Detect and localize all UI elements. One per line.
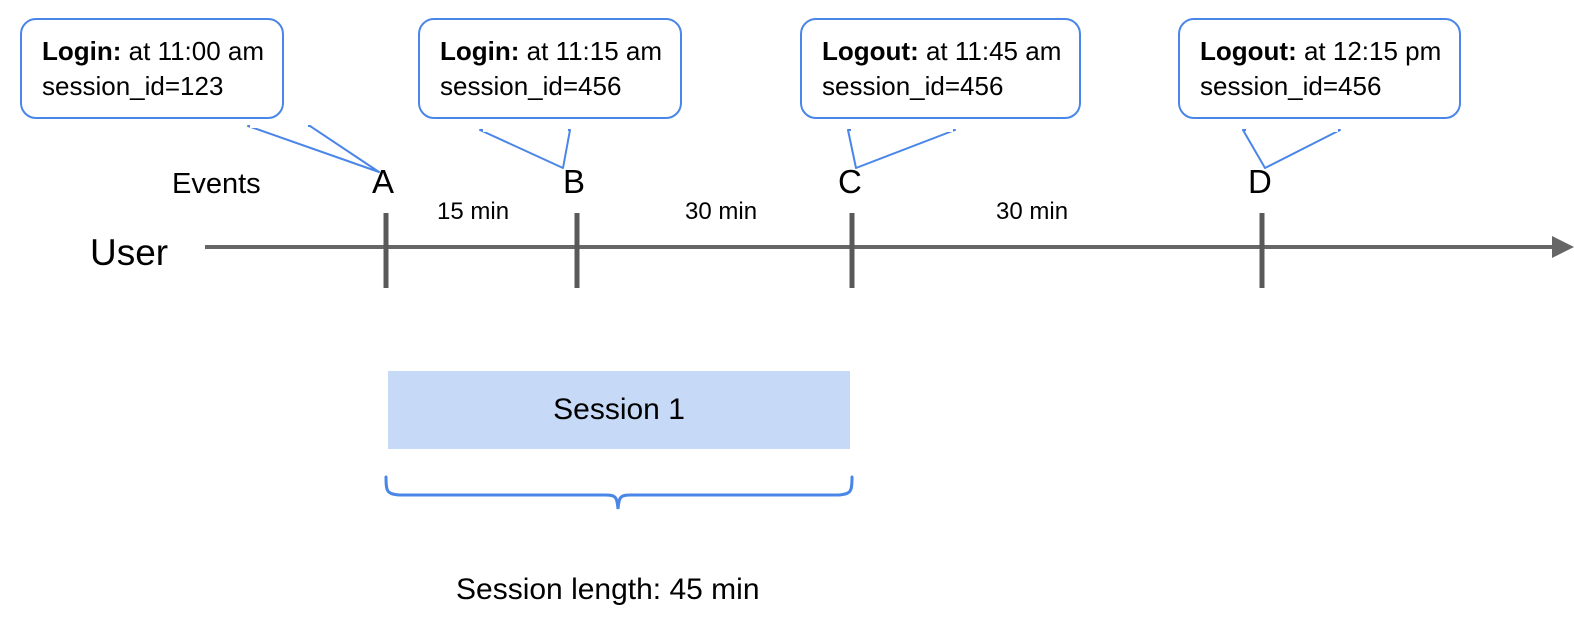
callout-tail-c [847,129,956,169]
callout-login-a: Login: at 11:00 am session_id=123 [20,18,285,120]
callout-d-line1: Logout: at 12:15 pm [1200,34,1441,69]
callout-d-time: at 12:15 pm [1303,36,1442,66]
session-brace [384,475,854,510]
callout-b-session: session_id=456 [440,70,622,101]
callout-c-session: session_id=456 [822,70,1004,101]
user-axis-label: User [90,232,169,273]
callout-tail-b [479,129,571,169]
point-label-a: A [372,163,395,200]
callout-c-line1: Logout: at 11:45 am [822,34,1061,69]
callout-b-event: Login: [440,36,520,66]
interval-label-c-d: 30 min [996,198,1069,225]
session-bar: Session 1 [388,371,850,449]
callout-logout-c: Logout: at 11:45 am session_id=456 [800,18,1082,120]
callout-a-event: Login: [42,36,122,66]
callout-a-session: session_id=123 [42,70,224,101]
events-row-label: Events [172,168,261,200]
callout-tails [247,122,1341,173]
callout-d-event: Logout: [1200,36,1297,66]
point-label-c: C [838,163,862,200]
callout-a-line1: Login: at 11:00 am [42,34,264,69]
session-length-caption: Session length: 45 min [456,573,760,606]
callout-a-time: at 11:00 am [128,36,265,66]
session-bar-label: Session 1 [553,393,685,426]
timeline-axis [205,236,1574,258]
callout-tail-a [247,125,380,173]
callout-b-time: at 11:15 am [526,36,663,66]
interval-label-b-c: 30 min [685,198,758,225]
point-label-b: B [563,163,586,200]
event-ticks [383,213,1265,288]
callout-c-event: Logout: [822,36,919,66]
point-label-d: D [1248,163,1272,200]
axis-arrowhead-icon [1552,236,1574,258]
callout-logout-d: Logout: at 12:15 pm session_id=456 [1178,18,1462,120]
callout-b-line1: Login: at 11:15 am [440,34,662,69]
callout-login-b: Login: at 11:15 am session_id=456 [418,18,683,120]
callout-c-time: at 11:45 am [925,36,1062,66]
callout-d-session: session_id=456 [1200,70,1382,101]
interval-label-a-b: 15 min [437,198,510,225]
